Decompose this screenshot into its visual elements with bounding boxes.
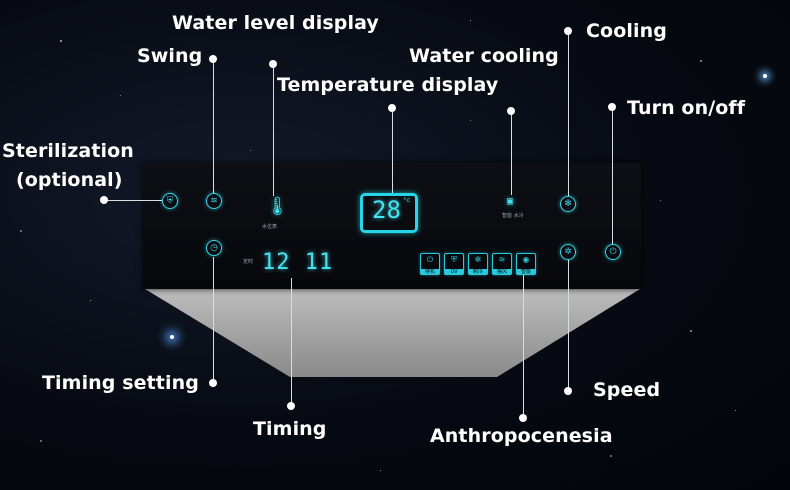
timer-value: 12 11: [262, 250, 334, 275]
mode-caption: 待机: [421, 269, 439, 275]
callout-dot-sterilization: [100, 196, 108, 204]
shield-uv-icon[interactable]: ⛨: [162, 193, 178, 209]
mode-caption: UV: [445, 269, 463, 275]
mode-button-cooling[interactable]: ✻制冷: [468, 253, 488, 275]
callout-line-power: [612, 107, 613, 244]
star: [170, 335, 174, 339]
callout-dot-timing: [287, 402, 295, 410]
callout-line-water-cooling: [511, 111, 512, 195]
snowflake-icon[interactable]: ✻: [560, 196, 576, 212]
callout-dot-swing: [209, 55, 217, 63]
label-swing: Swing: [137, 45, 203, 67]
power-icon[interactable]: ⏻: [605, 244, 621, 260]
label-temperature-display: Temperature display: [277, 74, 499, 96]
callout-dot-speed: [564, 387, 572, 395]
label-timing-setting: Timing setting: [42, 372, 199, 394]
water-cooling-caption: 智能 水冷: [502, 213, 524, 219]
star: [40, 440, 42, 442]
callout-dot-temperature: [388, 104, 396, 112]
label-anthropocenesia: Anthropocenesia: [430, 425, 613, 447]
mode-button-standby[interactable]: ⏻待机: [420, 253, 440, 275]
callout-dot-anthropocenesia: [519, 414, 527, 422]
star: [90, 300, 91, 301]
mode-caption: 制冷: [469, 269, 487, 275]
star: [690, 330, 692, 332]
star: [120, 95, 121, 96]
mode-caption: 摆风: [493, 269, 511, 275]
callout-line-temperature: [392, 108, 393, 193]
label-sterilization: Sterilization: [2, 140, 134, 162]
label-cooling: Cooling: [586, 20, 667, 42]
clock-icon[interactable]: ◷: [206, 240, 222, 256]
callout-line-swing: [213, 59, 214, 193]
star: [700, 60, 702, 62]
star: [660, 200, 661, 201]
star: [60, 40, 62, 42]
callout-line-anthropocenesia: [523, 275, 524, 418]
callout-dot-power: [608, 103, 616, 111]
temperature-unit: °c: [403, 197, 411, 204]
star: [610, 455, 612, 457]
callout-line-timing: [291, 278, 292, 406]
label-sterilization-optional: (optional): [16, 169, 123, 191]
label-speed: Speed: [593, 379, 661, 401]
timer-caption: 定时: [243, 259, 254, 265]
callout-dot-timing-setting: [209, 379, 217, 387]
callout-line-sterilization: [104, 200, 162, 201]
star: [735, 410, 736, 411]
callout-line-cooling: [568, 31, 569, 196]
star: [250, 150, 251, 151]
label-turn-on-off: Turn on/off: [627, 97, 746, 119]
mode-button-smart[interactable]: ◉智能: [516, 253, 536, 275]
fan-icon[interactable]: ✲: [560, 244, 576, 260]
star: [470, 120, 471, 121]
star: [380, 470, 381, 471]
star: [763, 74, 767, 78]
swing-fan-icon[interactable]: ≋: [206, 193, 222, 209]
star: [330, 18, 332, 20]
mode-caption: 智能: [517, 269, 535, 275]
callout-line-timing-setting: [213, 257, 214, 383]
callout-line-speed: [568, 260, 569, 391]
callout-dot-water-cooling: [507, 107, 515, 115]
water-drop-icon: ▣: [507, 196, 514, 207]
mode-button-swing[interactable]: ≋摆风: [492, 253, 512, 275]
callout-dot-water-level: [269, 60, 277, 68]
mode-button-uv[interactable]: ⛨UV: [444, 253, 464, 275]
callout-dot-cooling: [564, 27, 572, 35]
thermometer-icon: 🌡: [266, 196, 289, 217]
temperature-value: 28: [372, 196, 401, 224]
star: [20, 230, 22, 232]
label-water-cooling: Water cooling: [409, 45, 559, 67]
callout-line-water-level: [273, 64, 274, 196]
label-timing: Timing: [253, 418, 327, 440]
star: [470, 20, 471, 21]
temperature-frame: [360, 193, 418, 233]
label-water-level-display: Water level display: [172, 12, 379, 34]
water-level-caption: 水位表: [262, 224, 278, 230]
